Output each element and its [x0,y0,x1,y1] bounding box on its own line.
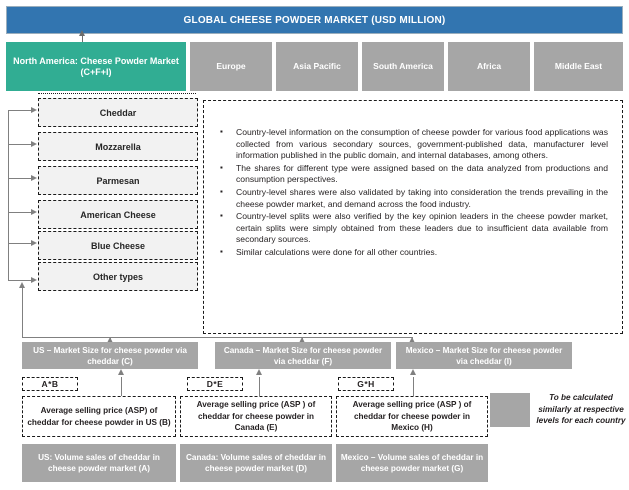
arrow-bottom-riser-icon [18,282,25,288]
cheese-type-label: Parmesan [96,175,140,186]
page-title: GLOBAL CHEESE POWDER MARKET (USD MILLION… [6,6,623,34]
region-label: Asia Pacific [293,61,341,71]
cheese-type-box-blue-cheese[interactable]: Blue Cheese [38,231,198,260]
methodology-note-panel: Country-level information on the consump… [203,100,623,334]
cheese-type-box-american-cheese[interactable]: American Cheese [38,200,198,229]
arrow-branch-mozzarella-icon [31,140,37,147]
connector-na-riser-2 [82,36,83,42]
region-label: Africa [476,61,502,71]
volume-sales-box-us[interactable]: US: Volume sales of cheddar in cheese po… [22,444,176,482]
connector-branch-cheddar [8,110,31,111]
connector-branch-american [8,212,31,213]
region-box-middle-east[interactable]: Middle East [534,42,623,91]
cheese-type-label: American Cheese [80,209,156,220]
connector-type-bus-vertical [8,110,9,280]
cheese-type-label: Mozzarella [95,141,141,152]
market-size-label: US – Market Size for cheese powder via c… [33,345,187,366]
dotted-divider-na [38,93,196,94]
connector-asp-mexico-riser [413,377,414,396]
region-label: Middle East [554,61,603,71]
arrow-bus-to-us-icon [106,337,113,343]
arrow-asp-us-icon [117,369,124,375]
asp-label: Average selling price (ASP) of cheddar f… [27,406,171,427]
cheese-type-box-mozzarella[interactable]: Mozzarella [38,132,198,161]
cheese-type-label: Blue Cheese [90,240,146,251]
volume-sales-label: Canada: Volume sales of cheddar in chees… [186,453,326,473]
connector-market-bus [22,337,412,338]
asp-label: Average selling price (ASP ) of cheddar … [352,400,472,433]
region-label: South America [373,61,433,71]
connector-branch-other [8,280,31,281]
formula-label: D*E [206,379,224,389]
note-item: The shares for different type were assig… [214,162,608,186]
arrow-branch-american-icon [31,208,37,215]
arrow-branch-cheddar-icon [31,106,37,113]
market-size-label: Mexico – Market Size for cheese powder v… [405,345,563,366]
volume-sales-box-canada[interactable]: Canada: Volume sales of cheddar in chees… [180,444,332,482]
asp-label: Average selling price (ASP ) of cheddar … [196,400,316,433]
market-size-box-mexico[interactable]: Mexico – Market Size for cheese powder v… [396,342,572,369]
note-item: Country-level shares were also validated… [214,186,608,210]
arrow-asp-mexico-icon [409,369,416,375]
connector-asp-us-riser [121,377,122,396]
formula-chip-de: D*E [187,377,243,391]
note-item: Country-level information on the consump… [214,126,608,162]
volume-sales-label: US: Volume sales of cheddar in cheese po… [38,453,160,473]
note-item: Country-level splits were also verified … [214,210,608,246]
asp-box-us[interactable]: Average selling price (ASP) of cheddar f… [22,396,176,437]
asp-box-canada[interactable]: Average selling price (ASP ) of cheddar … [180,396,332,437]
region-box-europe[interactable]: Europe [190,42,272,91]
arrow-bus-to-mexico-icon [408,337,415,343]
arrow-branch-blue-icon [31,239,37,246]
methodology-note-list: Country-level information on the consump… [214,126,608,259]
asp-box-mexico[interactable]: Average selling price (ASP ) of cheddar … [336,396,488,437]
formula-label: G*H [357,379,375,389]
region-box-africa[interactable]: Africa [448,42,530,91]
note-item: Similar calculations were done for all o… [214,246,608,259]
arrow-na-to-header-icon [78,30,85,36]
cheese-type-label: Other types [92,271,143,282]
volume-sales-box-mexico[interactable]: Mexico – Volume sales of cheddar in chee… [336,444,488,482]
connector-branch-blue [8,243,31,244]
volume-sales-label: Mexico – Volume sales of cheddar in chee… [340,453,484,473]
cheese-type-box-cheddar[interactable]: Cheddar [38,98,198,127]
formula-chip-ab: A*B [22,377,78,391]
market-size-label: Canada – Market Size for cheese powder v… [223,345,383,366]
legend-text: To be calculated similarly at respective… [536,393,626,425]
cheese-type-box-other-types[interactable]: Other types [38,262,198,291]
formula-chip-gh: G*H [338,377,394,391]
market-size-box-us[interactable]: US – Market Size for cheese powder via c… [22,342,198,369]
arrow-branch-parmesan-icon [31,174,37,181]
region-label: North America: Cheese Powder Market (C+F… [13,55,179,77]
arrow-branch-other-icon [31,276,37,283]
connector-asp-canada-riser [259,377,260,396]
formula-label: A*B [41,379,59,389]
market-size-box-canada[interactable]: Canada – Market Size for cheese powder v… [215,342,391,369]
region-box-south-america[interactable]: South America [362,42,444,91]
arrow-bus-to-canada-icon [298,337,305,343]
legend-swatch [490,393,530,427]
arrow-asp-canada-icon [255,369,262,375]
cheese-type-box-parmesan[interactable]: Parmesan [38,166,198,195]
connector-bottom-riser [22,288,23,338]
region-label: Europe [216,61,246,71]
connector-branch-parmesan [8,178,31,179]
connector-branch-mozzarella [8,144,31,145]
cheese-type-label: Cheddar [99,107,137,118]
region-box-north-america[interactable]: North America: Cheese Powder Market (C+F… [6,42,186,91]
region-box-asia-pacific[interactable]: Asia Pacific [276,42,358,91]
